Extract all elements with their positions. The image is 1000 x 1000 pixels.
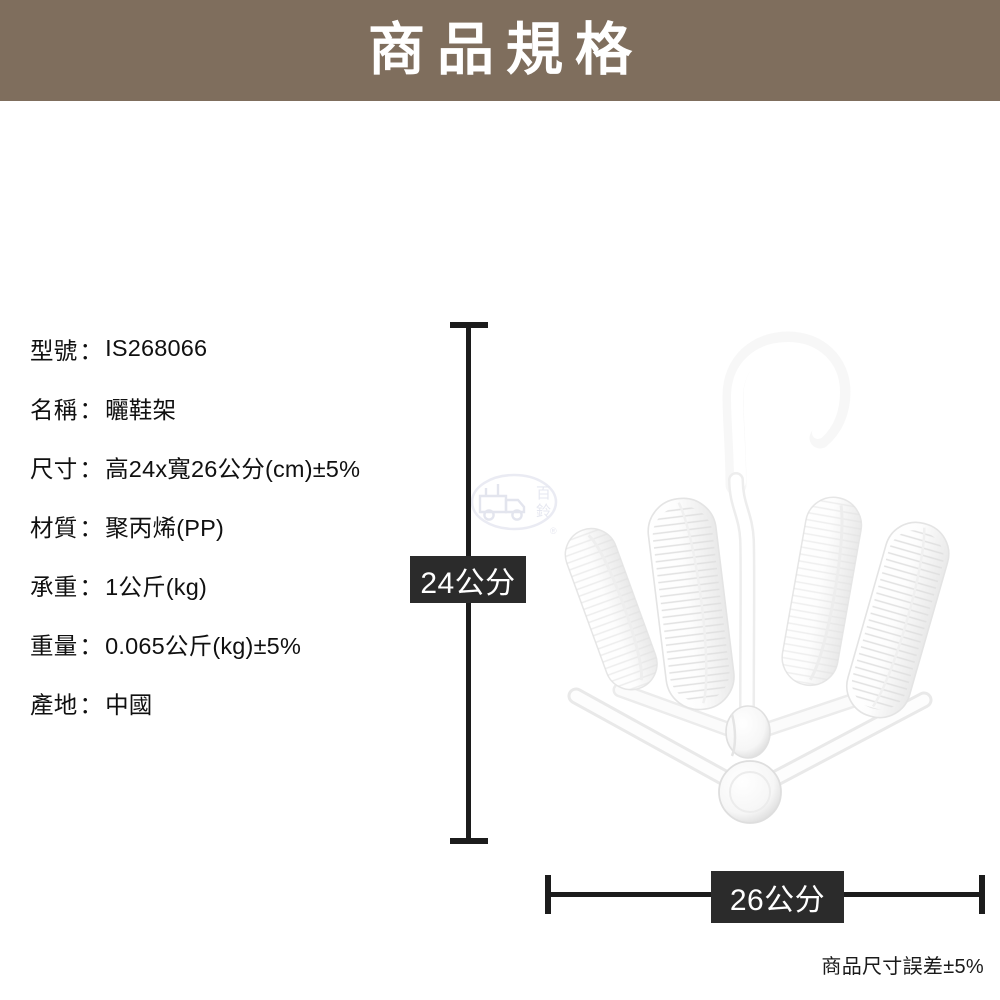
specification-list: 型號 ： IS268066 名稱 ： 曬鞋架 尺寸 ： 高24x寬26公分(cm… <box>30 319 450 732</box>
shoe-pad-left-inner <box>647 497 735 711</box>
shoe-pad-far-right <box>846 521 950 719</box>
spec-row-size: 尺寸 ： 高24x寬26公分(cm)±5% <box>30 437 450 496</box>
height-dimension-badge: 24公分 <box>410 556 526 603</box>
shoe-pad-right-inner <box>781 496 863 687</box>
spec-separator: ： <box>79 396 104 423</box>
width-dimension-cap-right <box>979 875 985 914</box>
spec-separator: ： <box>79 455 104 482</box>
page-title: 商品規格 <box>368 18 644 82</box>
spec-separator: ： <box>79 691 104 718</box>
spec-label: 重量 <box>30 632 78 659</box>
spec-label: 承重 <box>30 573 78 600</box>
spec-label: 材質 <box>30 514 78 541</box>
spec-value: 曬鞋架 <box>105 396 177 423</box>
hanger-stem <box>728 472 756 740</box>
spec-value: IS268066 <box>105 335 208 361</box>
shoe-pad-far-left <box>564 527 658 691</box>
spec-separator: ： <box>79 573 104 600</box>
spec-separator: ： <box>79 337 104 364</box>
spec-value: 高24x寬26公分(cm)±5% <box>105 455 361 482</box>
hanger-upper-pivot <box>725 705 771 759</box>
header-bar: 商品規格 <box>0 0 1000 101</box>
product-image-shoe-hanger <box>564 331 950 824</box>
hanger-hook <box>722 331 851 496</box>
spec-label: 尺寸 <box>30 455 78 482</box>
size-tolerance-disclaimer: 商品尺寸誤差±5% <box>821 956 984 978</box>
hanger-lower-pivot <box>718 760 782 824</box>
width-dimension-cap-left <box>545 875 551 914</box>
watermark-brand-char-2: 鈴 <box>536 503 551 520</box>
spec-value: 中國 <box>105 691 153 718</box>
truck-icon <box>478 484 526 521</box>
spec-row-origin: 產地 ： 中國 <box>30 673 450 732</box>
spec-separator: ： <box>79 514 104 541</box>
spec-row-model: 型號 ： IS268066 <box>30 319 450 378</box>
hanger-lower-arms <box>567 687 933 801</box>
height-dimension-cap-bottom <box>450 838 488 844</box>
spec-row-load-capacity: 承重 ： 1公斤(kg) <box>30 555 450 614</box>
spec-label: 產地 <box>30 691 78 718</box>
spec-row-weight: 重量 ： 0.065公斤(kg)±5% <box>30 614 450 673</box>
spec-label: 名稱 <box>30 396 78 423</box>
registered-mark-icon: ® <box>550 526 557 536</box>
spec-row-name: 名稱 ： 曬鞋架 <box>30 378 450 437</box>
watermark-brand-char-1: 百 <box>536 485 551 502</box>
height-dimension-cap-top <box>450 322 488 328</box>
spec-value: 1公斤(kg) <box>105 573 208 600</box>
spec-value: 聚丙烯(PP) <box>105 514 225 541</box>
spec-value: 0.065公斤(kg)±5% <box>105 632 302 659</box>
width-dimension-badge: 26公分 <box>711 871 844 923</box>
brand-watermark-logo: 百 鈴 ® <box>470 473 558 536</box>
spec-separator: ： <box>79 632 104 659</box>
spec-label: 型號 <box>30 337 78 364</box>
spec-row-material: 材質 ： 聚丙烯(PP) <box>30 496 450 555</box>
